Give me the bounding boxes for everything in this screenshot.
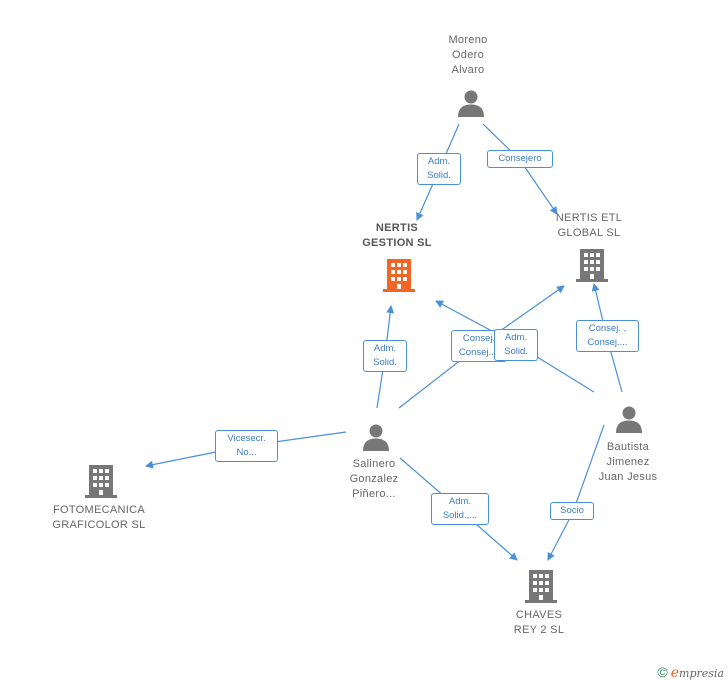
edge-label-salinero-nertis-gestion[interactable]: Adm. Solid. — [363, 340, 407, 372]
edge-label-line: Adm. — [427, 156, 451, 167]
node-label-line: GESTION SL — [362, 237, 432, 249]
node-label-line: FOTOMECANICA — [52, 504, 145, 516]
edge-label-bautista-chaves[interactable]: Socio — [550, 502, 594, 520]
edge-label-line: Adm. — [448, 496, 472, 507]
edge-label-line: Consejero — [498, 153, 542, 164]
person-icon[interactable] — [360, 421, 392, 458]
edge-label-line: Consej.... — [458, 347, 500, 358]
edge-label-line: Consej. — [462, 333, 496, 344]
building-icon[interactable] — [382, 256, 416, 299]
node-label-line: Salinero — [352, 458, 396, 470]
edge-label-line: Vicesecr. — [227, 433, 266, 444]
node-label-chaves[interactable]: CHAVES REY 2 SL — [490, 608, 588, 638]
node-label-line: REY 2 SL — [513, 624, 565, 636]
edge-label-line: Solid. — [504, 346, 528, 357]
edge-label-bautista-nertis-etl[interactable]: Consej. , Consej.... — [576, 320, 639, 352]
person-icon[interactable] — [455, 87, 487, 124]
building-icon[interactable] — [524, 567, 558, 610]
brand-logo-text: mpresia — [679, 667, 724, 680]
copyright-symbol: © — [657, 664, 668, 680]
node-label-fotomecanica[interactable]: FOTOMECANICA GRAFICOLOR SL — [38, 503, 160, 533]
edge-label-line: Solid. — [427, 170, 451, 181]
node-label-nertis-etl[interactable]: NERTIS ETL GLOBAL SL — [534, 211, 644, 241]
edge-label-line: Socio — [560, 505, 584, 516]
edge-label-line: Adm. — [504, 332, 528, 343]
person-icon[interactable] — [613, 403, 645, 440]
node-label-line: Jimenez — [606, 456, 650, 468]
edge-label-salinero-fotomecanica[interactable]: Vicesecr. No... — [215, 430, 278, 462]
node-label-nertis-gestion[interactable]: NERTIS GESTION SL — [340, 221, 454, 251]
brand-footer: ©empresia — [657, 664, 724, 681]
edge-connector — [482, 123, 558, 215]
edge-label-line: Consej.... — [587, 337, 628, 348]
node-label-line: Bautista — [606, 441, 650, 453]
edge-label-line: Solid.,... — [442, 510, 478, 521]
building-icon[interactable] — [575, 246, 609, 289]
node-label-line: Odero — [451, 49, 485, 61]
node-label-line: Moreno — [448, 34, 488, 46]
edge-label-line: Adm. — [373, 343, 397, 354]
node-label-line: Piñero... — [352, 488, 396, 500]
node-label-line: GRAFICOLOR SL — [52, 519, 146, 531]
edge-label-moreno-nertis-gestion[interactable]: Adm. Solid. — [417, 153, 461, 185]
node-label-line: Juan Jesus — [598, 471, 658, 483]
edge-label-bautista-nertis-gestion[interactable]: Adm. Solid. — [494, 329, 538, 361]
node-label-line: GLOBAL SL — [557, 227, 621, 239]
edge-label-line: No... — [236, 447, 257, 458]
node-label-line: NERTIS ETL — [555, 212, 623, 224]
node-label-line: Alvaro — [451, 64, 485, 76]
node-label-line: CHAVES — [515, 609, 563, 621]
edge-label-moreno-nertis-etl[interactable]: Consejero — [487, 150, 553, 168]
building-icon[interactable] — [84, 462, 118, 505]
edge-label-line: Consej. , — [588, 323, 627, 334]
node-label-line: Gonzalez — [349, 473, 399, 485]
edge-label-salinero-chaves[interactable]: Adm. Solid.,... — [431, 493, 489, 525]
edge-label-line: Solid. — [373, 357, 397, 368]
node-label-line: NERTIS — [375, 222, 419, 234]
brand-logo-letter: e — [670, 665, 680, 681]
